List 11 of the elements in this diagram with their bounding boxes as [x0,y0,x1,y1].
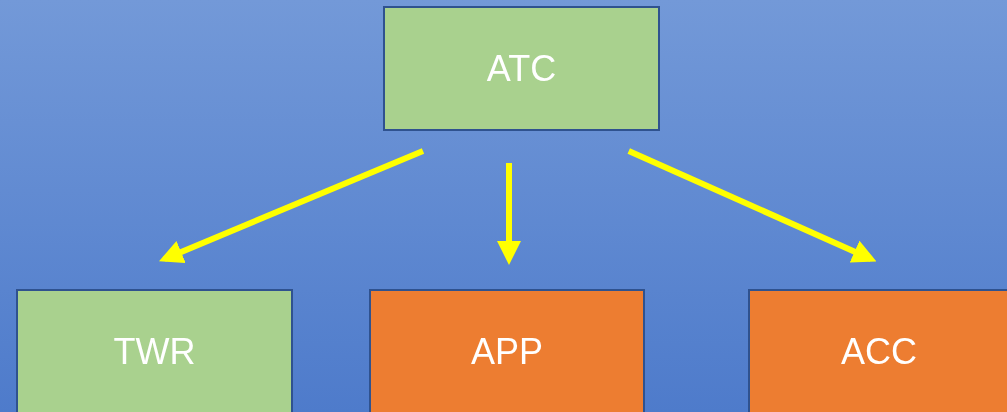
arrow [158,148,425,264]
arrow [627,148,877,263]
node-label: APP [470,331,543,373]
process-box [748,289,1007,412]
process-box [369,289,645,412]
node-label: ATC [486,47,557,90]
arrow [497,163,521,265]
node-label: ACC [841,331,917,373]
process-box [383,6,660,131]
process-box [16,289,293,412]
node-label: TWR [113,331,196,373]
